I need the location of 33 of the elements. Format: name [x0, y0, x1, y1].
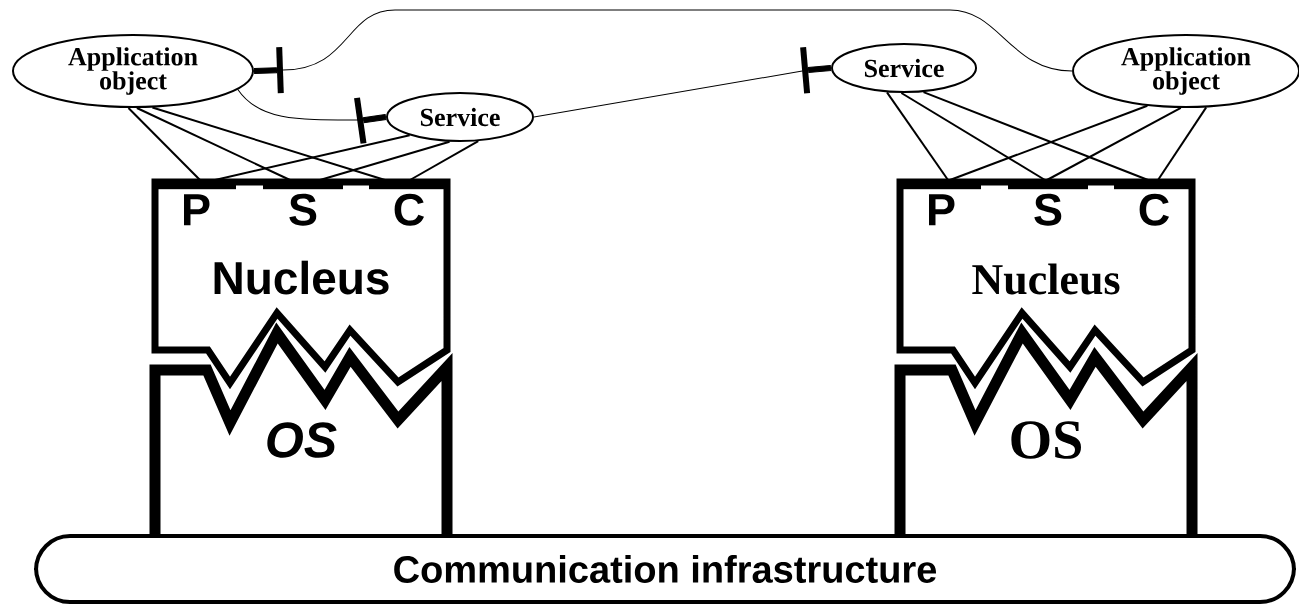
- ellipse-node: Service: [386, 92, 534, 142]
- port: S: [1008, 180, 1088, 226]
- connector: [886, 91, 949, 181]
- node-label: C: [1139, 193, 1170, 226]
- connector: [214, 134, 411, 181]
- node-label: C: [394, 193, 425, 226]
- connector: [319, 140, 451, 181]
- os-box: OS: [149, 322, 453, 535]
- node-label: P: [184, 194, 210, 226]
- connector: [237, 89, 387, 144]
- connector: [949, 104, 1149, 181]
- connector: [922, 91, 1149, 181]
- connector: [409, 140, 480, 181]
- os-box: OS: [894, 322, 1198, 535]
- node-label: P: [929, 194, 955, 226]
- node-label: S: [289, 193, 317, 226]
- ellipse-node: Service: [831, 43, 977, 93]
- port: C: [1114, 180, 1194, 226]
- port: P: [156, 180, 236, 226]
- port: S: [263, 180, 343, 226]
- infrastructure-band: Communication infrastructure: [34, 534, 1296, 604]
- connector: [253, 9, 1073, 94]
- port: C: [369, 180, 449, 226]
- port: P: [901, 180, 981, 226]
- connector: [151, 106, 386, 181]
- connector: [900, 92, 1046, 181]
- ellipse-node: Application object: [12, 34, 254, 108]
- node-label: S: [1034, 193, 1062, 226]
- connector: [1046, 106, 1182, 181]
- connector: [1157, 106, 1208, 181]
- connector: [533, 47, 832, 118]
- connector: [127, 107, 201, 181]
- connector: [135, 107, 291, 181]
